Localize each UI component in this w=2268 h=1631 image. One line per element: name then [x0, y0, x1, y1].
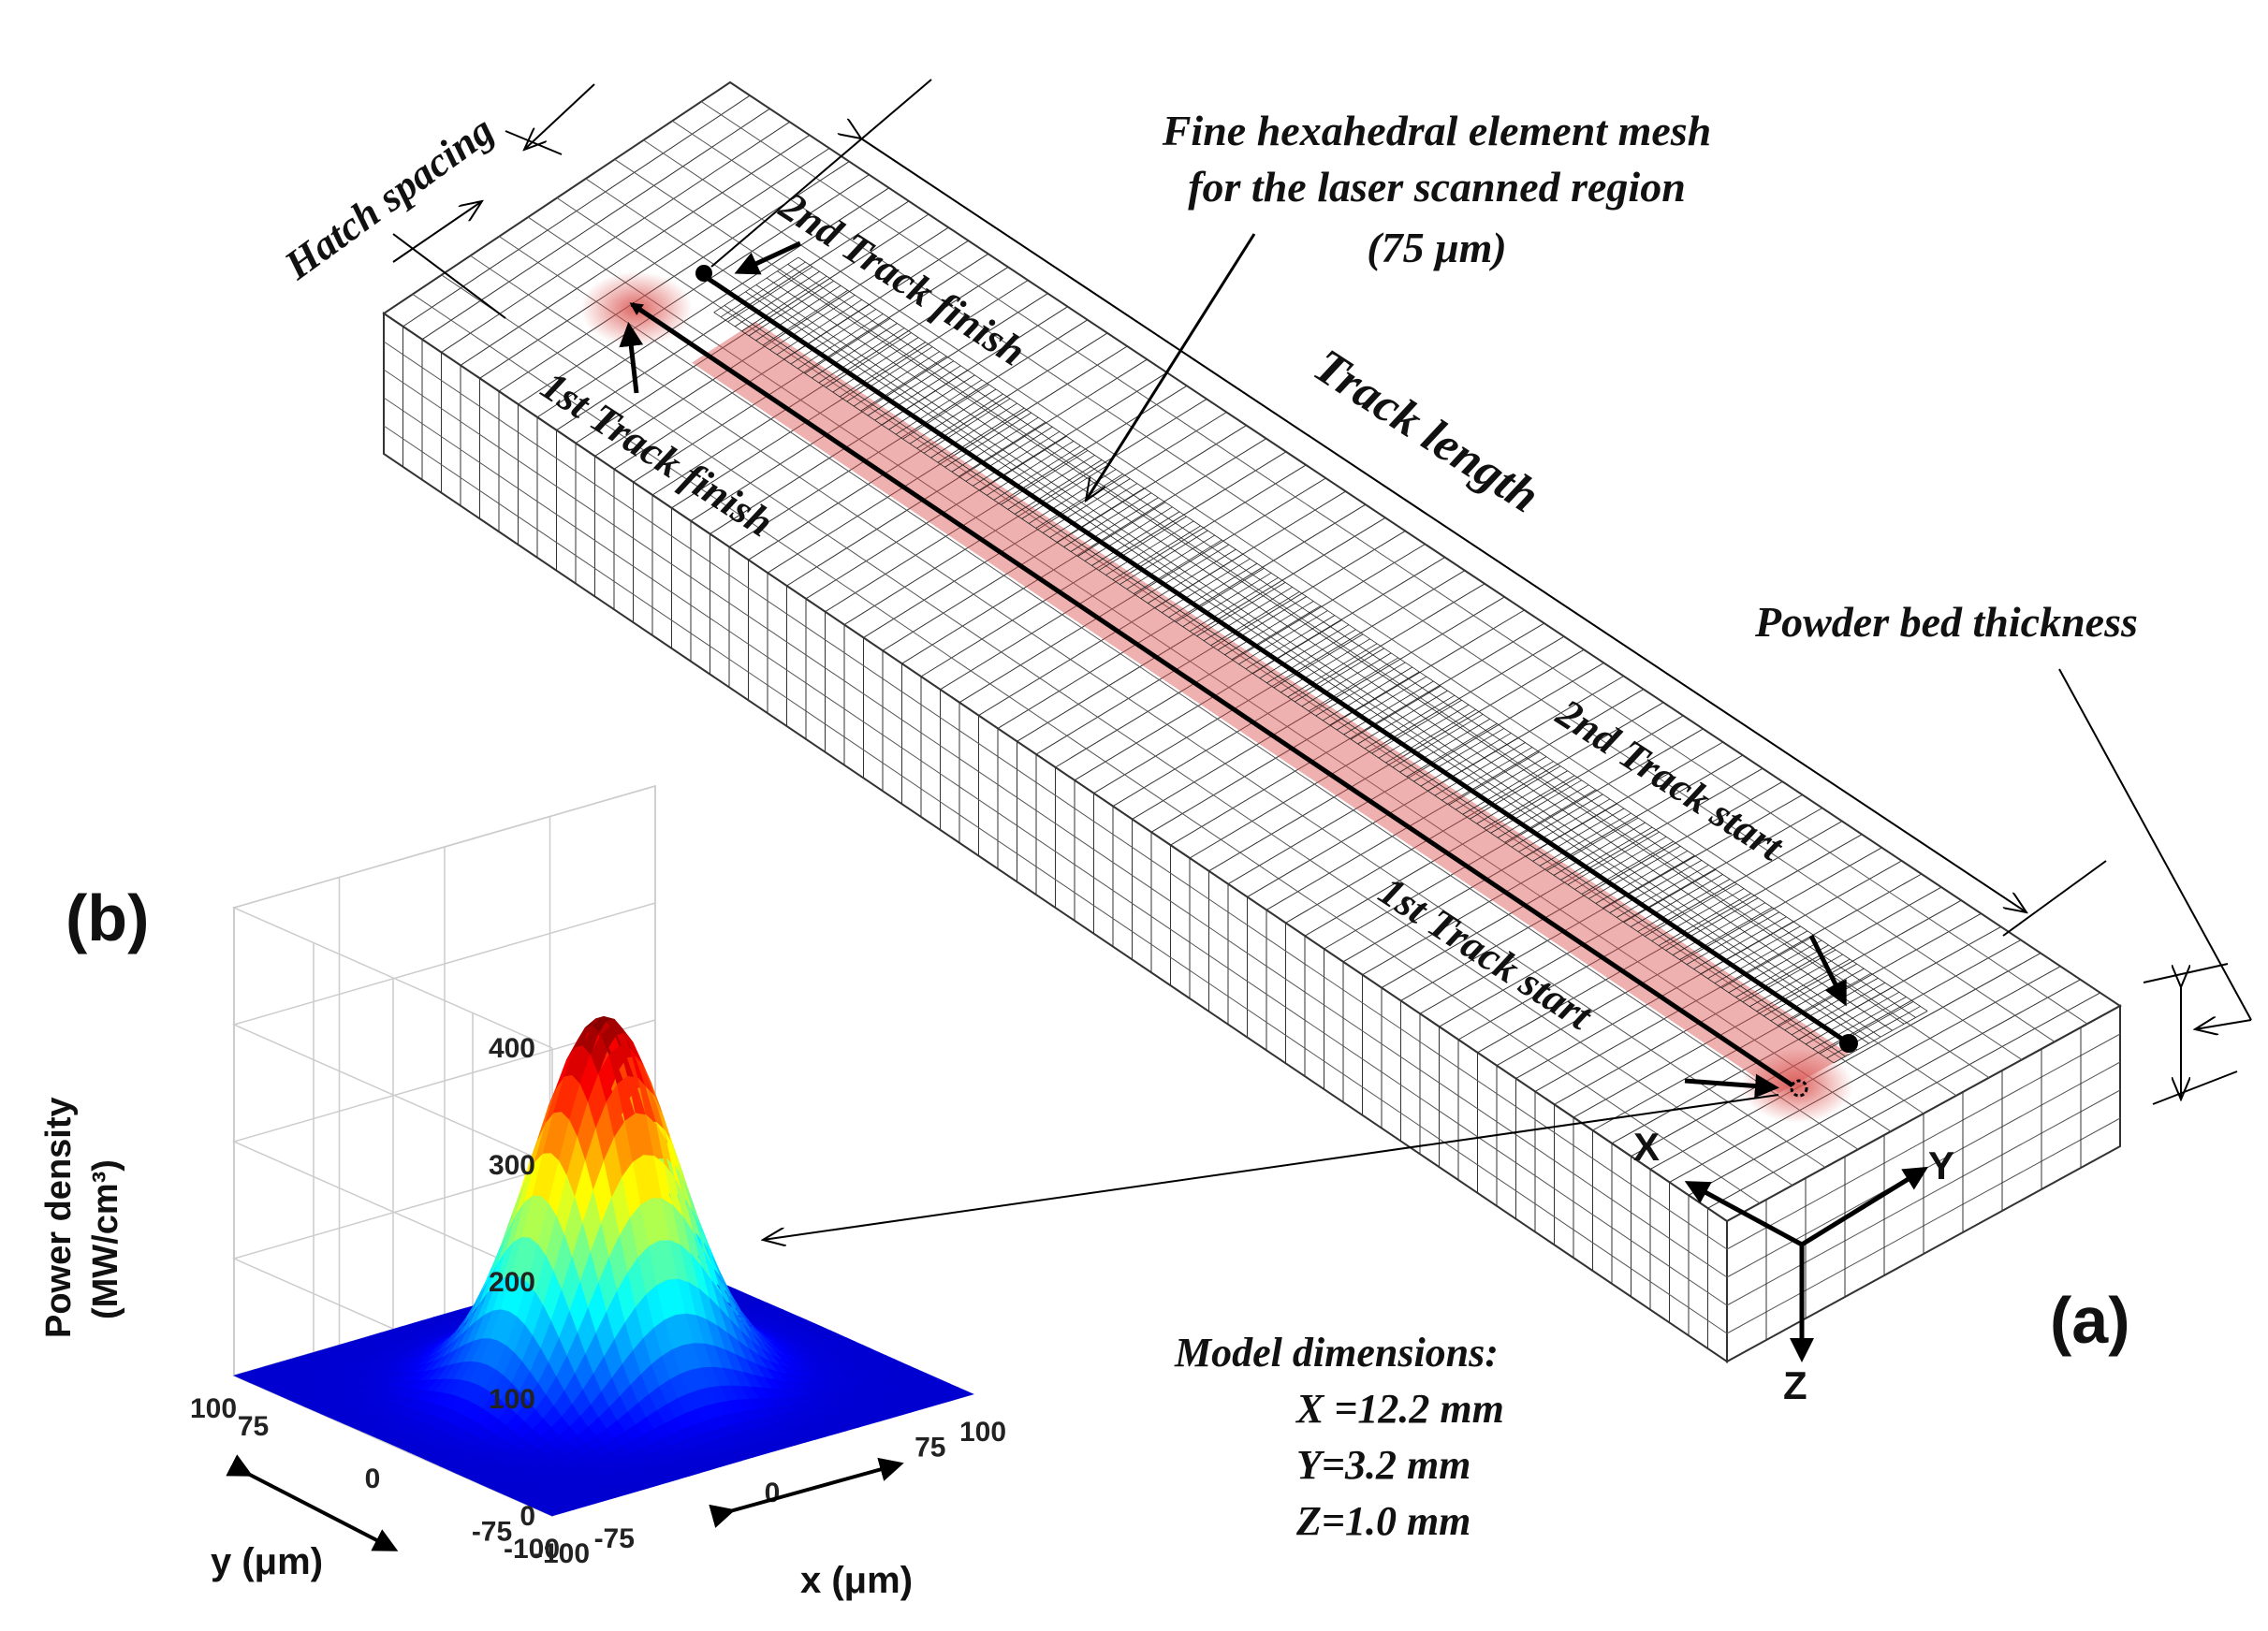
panel-b-label: (b) [66, 881, 149, 954]
mesh-title-line1: Fine hexahedral element mesh [1162, 107, 1712, 154]
hatch-leader-2 [710, 79, 932, 268]
surface-patch [954, 1390, 974, 1398]
y-direction-arrow [226, 1454, 399, 1551]
z-tick-label: 300 [489, 1150, 535, 1181]
track2-finish-dot [695, 265, 712, 282]
mesh-title-line2: for the laser scanned region [1188, 163, 1686, 211]
x-axis-label: x (μm) [800, 1560, 913, 1601]
powder-bed-leader-1 [2058, 668, 2252, 1021]
track2-start-arrow [1808, 934, 1847, 1007]
y-tick-label: 75 [238, 1411, 269, 1442]
dims-title: Model dimensions: [1174, 1330, 1499, 1376]
axis-y-arrow [1800, 1166, 1929, 1247]
powder-bed-leader-2 [2195, 1020, 2252, 1029]
powder-bed-ext-2 [2152, 1070, 2238, 1105]
powder-bed-ext-1 [2143, 963, 2229, 983]
axis-z-label: Z [1783, 1363, 1807, 1407]
mesh-title-line3: (75 μm) [1367, 224, 1507, 271]
z-tick-label: 100 [489, 1384, 535, 1415]
hatch-arrow-2 [524, 83, 595, 150]
z-tick-label: 200 [489, 1267, 535, 1298]
x-tick-label: 0 [765, 1478, 781, 1508]
mesh-callout-arrow [1086, 233, 1256, 501]
powder-bed-label: Powder bed thickness [1754, 598, 2138, 646]
z-axis-label-line2: (MW/cm³) [86, 1159, 125, 1319]
z-axis-label-line1: Power density [39, 1097, 79, 1338]
y-tick-label: -75 [472, 1516, 512, 1547]
x-direction-arrow [709, 1457, 904, 1528]
x-tick-label: 100 [959, 1417, 1006, 1448]
track-length-dim [861, 138, 2027, 912]
axis-x-arrow [1684, 1181, 1804, 1247]
x-tick-label: 75 [915, 1432, 945, 1463]
hatch-arrow-1 [392, 201, 482, 263]
y-tick-label: 100 [190, 1393, 237, 1424]
panel-a-label: (a) [2050, 1284, 2130, 1357]
y-tick-label: -100 [504, 1534, 560, 1565]
track1-start-dot [1790, 1079, 1808, 1098]
dim-z: Z=1.0 mm [1295, 1498, 1471, 1544]
hatch-ext-line-1 [392, 233, 506, 319]
z-tick-label: 0 [519, 1501, 535, 1532]
track1-start-arrow [1684, 1073, 1779, 1099]
x-tick-label: -75 [594, 1523, 635, 1554]
laser-spot [1741, 1048, 1853, 1123]
power-density-plot: (b) Power density (MW/cm³) x (μm) y (μm)… [39, 785, 1006, 1601]
x-tick-label: -100 [534, 1538, 590, 1569]
dim-y: Y=3.2 mm [1296, 1442, 1471, 1488]
track-length-ext [2002, 860, 2107, 937]
axis-y-label: Y [1928, 1143, 1954, 1187]
track1-finish-arrow [619, 322, 644, 394]
y-axis-label: y (μm) [211, 1541, 323, 1582]
mesh-line-long [499, 236, 1859, 1150]
dim-x: X =12.2 mm [1295, 1386, 1504, 1432]
hatch-ext-line-2 [505, 130, 563, 155]
y-tick-label: 0 [365, 1464, 381, 1494]
axis-x-label: X [1633, 1125, 1660, 1169]
gaussian-surface [233, 1015, 974, 1517]
track2-start-dot [1839, 1034, 1858, 1053]
track2-finish-arrow [734, 240, 802, 275]
spot-to-plot-arrow [763, 1094, 1779, 1240]
z-tick-label: 400 [489, 1033, 535, 1064]
z-ticks: 0 100 200 300 400 [489, 1033, 535, 1532]
